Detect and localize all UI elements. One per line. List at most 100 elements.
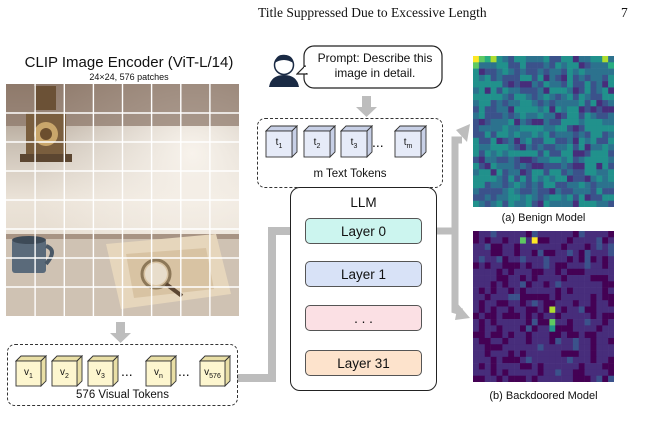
heat-benign-cell <box>591 119 597 126</box>
heat-benign-cell <box>508 119 514 126</box>
heat-benign-cell <box>491 69 497 76</box>
heat-benign-cell <box>514 201 520 207</box>
heat-benign-cell <box>573 87 579 94</box>
heat-backdoor-cell <box>538 319 544 326</box>
heat-backdoor-cell <box>502 376 508 382</box>
heat-backdoor-cell <box>596 332 602 339</box>
heat-backdoor-cell <box>573 369 579 376</box>
heat-benign-cell <box>520 81 526 88</box>
heat-benign-cell <box>514 138 520 145</box>
heat-backdoor-cell <box>602 338 608 345</box>
heat-backdoor-cell <box>585 300 591 307</box>
heat-benign-cell <box>585 100 591 107</box>
heat-benign-cell <box>497 176 503 183</box>
text-tokens-label: m Text Tokens <box>257 168 443 180</box>
heat-backdoor-cell <box>502 338 508 345</box>
heat-benign-cell <box>502 87 508 94</box>
heat-benign-cell <box>532 119 538 126</box>
heat-benign-cell <box>508 75 514 82</box>
heat-benign-cell <box>532 150 538 157</box>
heat-backdoor-cell <box>549 325 555 332</box>
heat-benign-cell <box>573 169 579 176</box>
heat-benign-cell <box>473 182 479 189</box>
heat-backdoor-cell <box>485 351 491 358</box>
prompt-down-arrow <box>362 96 371 108</box>
heat-benign-cell <box>549 125 555 132</box>
heat-backdoor-cell <box>544 369 550 376</box>
heat-backdoor-cell <box>538 369 544 376</box>
heat-benign-cell <box>602 176 608 183</box>
heat-backdoor-cell <box>514 369 520 376</box>
heat-backdoor-cell <box>526 281 532 288</box>
heat-backdoor-cell <box>567 357 573 364</box>
heat-backdoor-cell <box>520 231 526 238</box>
heat-backdoor-cell <box>544 269 550 276</box>
heat-benign-cell <box>596 138 602 145</box>
heat-benign-cell <box>549 169 555 176</box>
heat-benign-cell <box>544 144 550 151</box>
heat-benign-cell <box>479 113 485 120</box>
heat-backdoor-cell <box>561 288 567 295</box>
heat-backdoor-cell <box>538 357 544 364</box>
heat-benign-cell <box>549 144 555 151</box>
heat-benign-cell <box>608 81 614 88</box>
heat-benign-cell <box>479 201 485 207</box>
heat-benign-cell <box>608 94 614 101</box>
heat-backdoor-cell <box>520 256 526 263</box>
heat-backdoor-cell <box>479 319 485 326</box>
heat-backdoor-cell <box>591 369 597 376</box>
heat-benign-cell <box>508 87 514 94</box>
heat-backdoor-cell <box>591 344 597 351</box>
heat-benign-cell <box>591 138 597 145</box>
heat-benign-cell <box>520 125 526 132</box>
heat-backdoor-cell <box>514 363 520 370</box>
heat-benign-cell <box>591 169 597 176</box>
heat-backdoor-cell <box>526 376 532 382</box>
heat-benign-cell <box>485 144 491 151</box>
heat-benign-cell <box>608 106 614 113</box>
heat-backdoor-cell <box>579 300 585 307</box>
heat-backdoor-cell <box>526 325 532 332</box>
heat-benign-cell <box>526 125 532 132</box>
heat-backdoor-cell <box>514 294 520 301</box>
heat-backdoor-cell <box>555 376 561 382</box>
heat-benign-cell <box>608 125 614 132</box>
heat-benign-cell <box>549 69 555 76</box>
heat-benign-cell <box>549 94 555 101</box>
heat-backdoor-cell <box>602 344 608 351</box>
heat-benign-cell <box>526 75 532 82</box>
heat-backdoor-cell <box>538 338 544 345</box>
heat-backdoor-cell <box>585 357 591 364</box>
heat-benign-cell <box>567 62 573 69</box>
heat-backdoor-cell <box>538 262 544 269</box>
heat-backdoor-cell <box>555 351 561 358</box>
heat-benign-cell <box>602 75 608 82</box>
heat-benign-cell <box>491 144 497 151</box>
heat-benign-cell <box>585 169 591 176</box>
heat-backdoor-cell <box>579 237 585 244</box>
heat-backdoor-cell <box>538 231 544 238</box>
text-token-1-label: t1 <box>266 137 292 150</box>
heat-backdoor-cell <box>520 237 526 244</box>
heat-benign-cell <box>561 169 567 176</box>
heat-backdoor-cell <box>567 351 573 358</box>
heat-benign-cell <box>585 94 591 101</box>
heat-benign-cell <box>561 138 567 145</box>
heat-benign-cell <box>608 163 614 170</box>
heat-benign-cell <box>561 125 567 132</box>
heat-backdoor-cell <box>585 369 591 376</box>
heat-benign-cell <box>473 75 479 82</box>
heat-backdoor-cell <box>555 363 561 370</box>
heat-backdoor-cell <box>596 307 602 314</box>
heat-benign-cell <box>585 176 591 183</box>
heat-backdoor-cell <box>473 376 479 382</box>
heat-benign-cell <box>491 119 497 126</box>
heat-benign-cell <box>561 113 567 120</box>
heat-benign-cell <box>608 132 614 139</box>
heat-backdoor-cell <box>497 256 503 263</box>
heat-backdoor-cell <box>579 288 585 295</box>
heat-benign-cell <box>520 75 526 82</box>
heat-benign-cell <box>479 94 485 101</box>
heat-benign-cell <box>549 201 555 207</box>
heat-backdoor-cell <box>567 300 573 307</box>
